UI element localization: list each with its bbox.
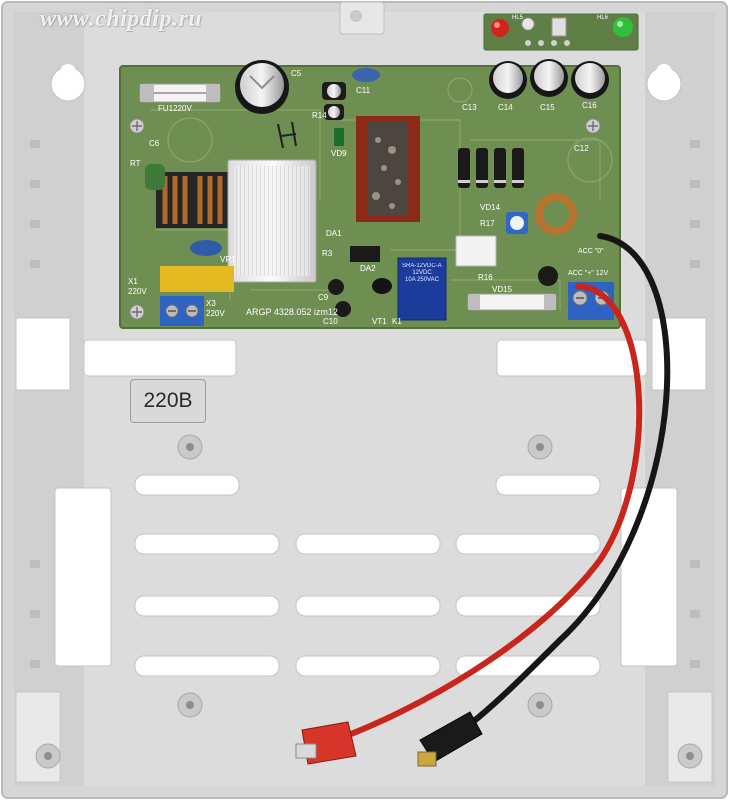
- keyhole-mount-right: [646, 64, 682, 102]
- output-wires: [295, 233, 671, 767]
- silk-x3-volt: 220V: [206, 309, 225, 318]
- silk-c13: C13: [462, 103, 477, 112]
- silk-acc-minus: ACC "0": [578, 248, 604, 255]
- capacitor-c16: [571, 61, 609, 99]
- silk-vd15: VD15: [492, 285, 513, 294]
- silk-acc-plus: ACC "+" 12V: [568, 270, 609, 277]
- silk-fu1: FU1220V: [158, 104, 192, 113]
- led-green-icon: [613, 17, 633, 37]
- silk-c14: C14: [498, 103, 513, 112]
- silk-da1: DA1: [326, 229, 342, 238]
- capacitor-c15: [530, 59, 568, 97]
- capacitor-small: [190, 68, 380, 256]
- relay-marking-line: SRA-12VDC-AH: [402, 263, 442, 269]
- silk-x1-volt: 220V: [128, 287, 147, 296]
- capacitor-c14: [489, 61, 527, 99]
- silk-c11: C11: [356, 86, 371, 95]
- silk-rt: RT: [130, 159, 141, 168]
- fuse-fu1: [139, 83, 221, 103]
- silk-c9: C9: [318, 293, 329, 302]
- silk-c16: C16: [582, 101, 597, 110]
- common-mode-choke: [145, 164, 228, 228]
- silk-x1: X1: [128, 277, 138, 286]
- led-red-icon: [491, 19, 509, 37]
- silk-hl5: HL5: [512, 15, 524, 21]
- relay-k1: [397, 257, 447, 321]
- silk-x3: X3: [206, 299, 216, 308]
- transformer: [356, 116, 420, 222]
- silk-c15: C15: [540, 103, 555, 112]
- ic-da2: [350, 246, 380, 262]
- silk-vd9: VD9: [331, 149, 347, 158]
- relay-marking: SRA-12VDC-AH 12VDC 10A 250VAC: [402, 263, 442, 317]
- silk-c12: C12: [574, 144, 589, 153]
- relay-marking-line: 10A 250VAC: [405, 277, 439, 284]
- relay-marking-line: 12VDC: [412, 270, 432, 277]
- keyhole-mount-left: [50, 64, 86, 102]
- silk-r17: R17: [480, 219, 495, 228]
- black-spade-connector: [417, 711, 483, 767]
- silk-r14: R14: [312, 111, 327, 120]
- fuse-output: [467, 293, 557, 311]
- voltage-label: 220В: [130, 379, 206, 423]
- silk-hl6: HL6: [597, 15, 609, 21]
- x-capacitor: [160, 266, 234, 292]
- watermark: www.chipdip.ru: [40, 6, 203, 32]
- board-marking: ARGP 4328.052 izm12: [246, 307, 338, 317]
- pcb-board: [119, 59, 621, 329]
- silk-r16: R16: [478, 273, 493, 282]
- heatsink: [227, 159, 317, 283]
- toroid-inductor: [535, 193, 577, 235]
- trimmer-resistor: [506, 212, 528, 234]
- connector: [455, 235, 497, 267]
- capacitor-c5: [235, 60, 289, 114]
- transistor-vt1: [372, 278, 392, 294]
- terminal-block-x3: [160, 296, 204, 326]
- silk-da2: DA2: [360, 264, 376, 273]
- silk-vd14: VD14: [480, 203, 501, 212]
- silk-r3: R3: [322, 249, 333, 258]
- silk-c6: C6: [149, 139, 160, 148]
- led-board: [483, 13, 639, 51]
- silk-c5: C5: [291, 69, 302, 78]
- silk-vt1: VT1: [372, 317, 387, 326]
- silk-k1: K1: [392, 317, 402, 326]
- diode-bridge: [458, 148, 524, 188]
- silk-vr1: VR1: [220, 255, 236, 264]
- red-spade-connector: [295, 721, 357, 765]
- silk-c10: C10: [323, 317, 338, 326]
